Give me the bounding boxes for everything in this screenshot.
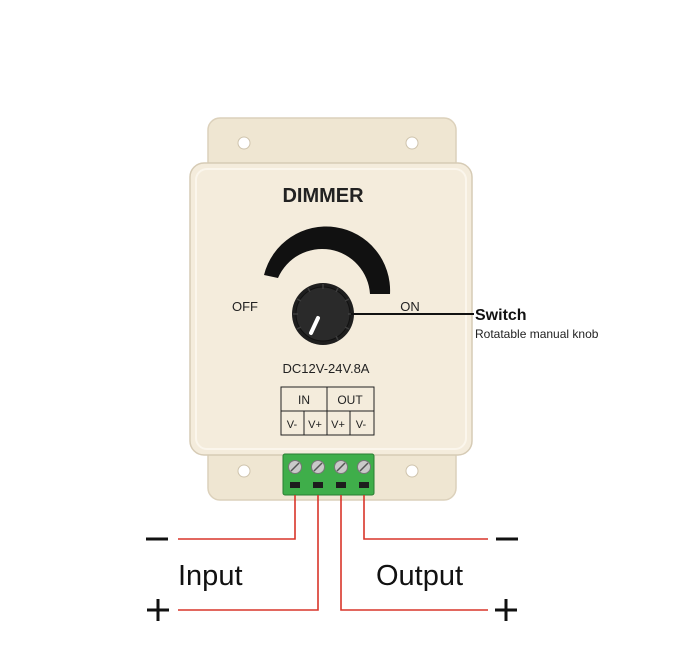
wire-input-minus bbox=[178, 495, 296, 540]
mounting-hole-top-left bbox=[237, 136, 251, 150]
terminal-screws bbox=[288, 460, 371, 474]
wire-output-plus bbox=[340, 495, 488, 611]
terminal-in-header: IN bbox=[298, 393, 310, 407]
input-label: Input bbox=[178, 560, 243, 592]
dimmer-knob[interactable] bbox=[292, 283, 354, 345]
output-plus-mark bbox=[495, 599, 517, 621]
mounting-hole-bottom-right bbox=[405, 464, 419, 478]
wire-input-plus bbox=[178, 495, 319, 611]
terminal-cell-1: V- bbox=[287, 419, 298, 431]
wires bbox=[178, 495, 488, 611]
input-plus-mark bbox=[147, 599, 169, 621]
rating-label: DC12V-24V.8A bbox=[283, 361, 370, 376]
terminal-cell-2: V+ bbox=[308, 419, 322, 431]
off-label: OFF bbox=[232, 299, 258, 314]
mounting-hole-bottom-left bbox=[237, 464, 251, 478]
on-label: ON bbox=[400, 299, 420, 314]
terminal-table bbox=[280, 386, 375, 436]
dimming-arc bbox=[264, 226, 391, 294]
knob-grip-ridges bbox=[293, 284, 353, 341]
output-label: Output bbox=[376, 560, 463, 592]
terminal-out-header: OUT bbox=[337, 393, 363, 407]
terminal-cell-4: V- bbox=[356, 419, 367, 431]
callout-title: Switch bbox=[475, 307, 527, 324]
polarity-marks bbox=[146, 537, 518, 621]
terminal-wire-slots bbox=[290, 482, 369, 488]
terminal-cell-3: V+ bbox=[331, 419, 345, 431]
device-title: DIMMER bbox=[282, 185, 364, 207]
terminal-block bbox=[282, 453, 375, 496]
callout-subtitle: Rotatable manual knob bbox=[475, 327, 599, 341]
knob-pointer bbox=[309, 316, 320, 335]
wire-output-minus bbox=[363, 495, 488, 540]
mounting-hole-top-right bbox=[405, 136, 419, 150]
